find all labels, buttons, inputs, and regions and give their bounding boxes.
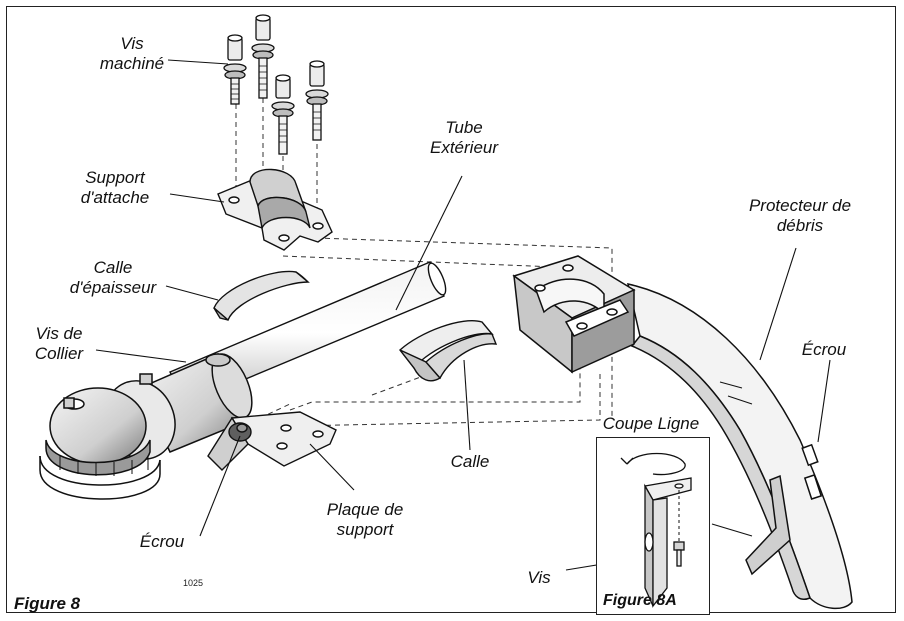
label-line: Protecteur de xyxy=(748,196,852,215)
label-line: support xyxy=(336,520,394,539)
figure-frame xyxy=(6,6,896,613)
nut-lower-label: Écrou xyxy=(139,532,185,551)
leader-lines xyxy=(95,59,831,571)
figure-label: Figure 8 xyxy=(14,594,81,613)
label-line: Collier xyxy=(34,344,84,363)
label-line: Vis de xyxy=(35,324,83,343)
machine-screws-label: Vis machiné xyxy=(96,34,168,74)
support-bracket xyxy=(217,168,333,251)
thickness-shim-label: Calle d'épaisseur xyxy=(60,258,166,298)
machine-screw-1 xyxy=(223,34,247,105)
label-line: Calle xyxy=(93,258,133,277)
shim-label: Calle xyxy=(450,452,490,471)
label-line: machiné xyxy=(99,54,165,73)
label-line: d'épaisseur xyxy=(69,278,157,297)
screw-label: Vis xyxy=(527,568,551,587)
label-line: Tube xyxy=(445,118,483,137)
nut-right-label: Écrou xyxy=(801,340,847,359)
line-cutter-detail xyxy=(620,452,692,608)
outer-tube-label: Tube Extérieur xyxy=(416,118,512,158)
label-line: Plaque de xyxy=(326,500,404,519)
label-line: Vis xyxy=(120,34,144,53)
support-plate-label: Plaque de support xyxy=(310,500,420,540)
label-line: débris xyxy=(776,216,824,235)
debris-guard-mount-block xyxy=(512,255,636,374)
support-bracket-label: Support d'attache xyxy=(60,168,170,208)
debris-guard xyxy=(627,283,853,610)
inset-figure-label: Figure 8A xyxy=(603,592,677,609)
shim xyxy=(399,320,498,382)
line-cutter-label: Coupe Ligne xyxy=(602,414,700,433)
debris-guard-label: Protecteur de débris xyxy=(732,196,868,236)
machine-screw-4 xyxy=(305,60,329,141)
trimmer-head xyxy=(39,353,253,500)
collar-screw-label: Vis de Collier xyxy=(22,324,96,364)
label-line: Extérieur xyxy=(429,138,499,157)
figure-code: 1025 xyxy=(183,578,204,588)
label-line: d'attache xyxy=(80,188,150,207)
nut-lower xyxy=(228,422,252,442)
machine-screw-3 xyxy=(271,74,295,155)
thickness-shim xyxy=(213,270,310,322)
inset-figure-8a: Figure 8A xyxy=(596,437,710,615)
machine-screw-2 xyxy=(251,14,275,99)
rotation-arrow-icon xyxy=(626,452,686,476)
label-line: Support xyxy=(85,168,145,187)
